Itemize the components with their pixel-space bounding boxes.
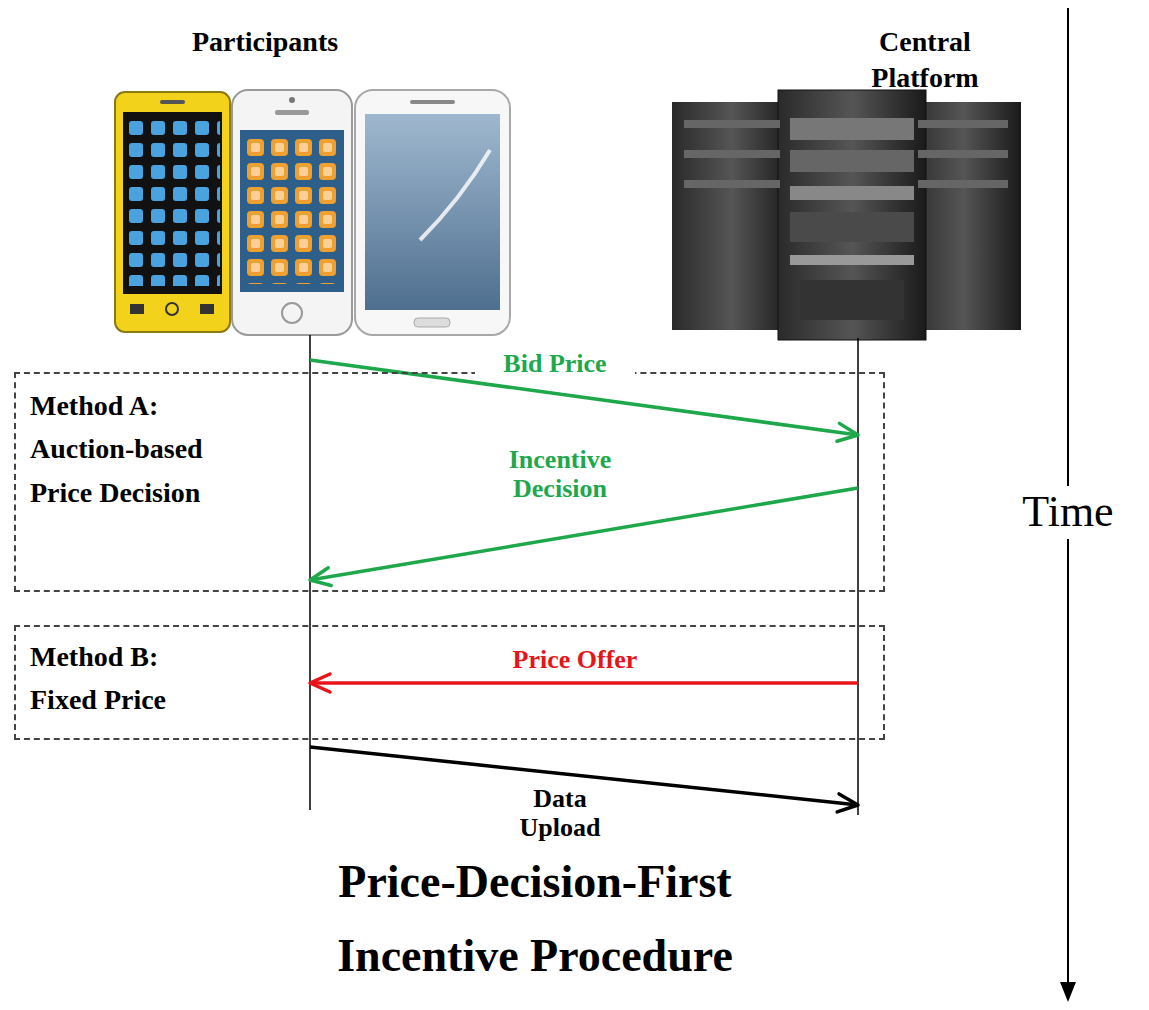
lane-heading: Participants bbox=[120, 24, 500, 60]
method-box: Method A: Auction-based Price Decision bbox=[14, 372, 885, 592]
lifeline bbox=[857, 338, 859, 815]
arrowhead bbox=[837, 794, 858, 812]
message-arrow bbox=[310, 674, 858, 692]
method-title: Method B: Fixed Price bbox=[30, 635, 212, 722]
method-box: Method B: Fixed Price bbox=[14, 625, 885, 740]
lane-heading: Central Platform bbox=[700, 24, 1016, 97]
arrowhead bbox=[310, 568, 331, 586]
message-label: Price Offer bbox=[475, 646, 675, 675]
message-label: Incentive Decision bbox=[475, 446, 645, 503]
method-title: Method A: Auction-based Price Decision bbox=[30, 384, 262, 514]
arrowhead bbox=[837, 423, 858, 441]
platform-lane: Central Platform bbox=[700, 20, 1016, 815]
arrow-line bbox=[310, 681, 858, 685]
phone-picture bbox=[232, 90, 352, 335]
time-axis-arrowhead bbox=[1060, 982, 1076, 1002]
phone-picture bbox=[355, 90, 510, 335]
message-label: Bid Price bbox=[475, 350, 635, 379]
figure-caption: Price-Decision-First Incentive Procedure bbox=[245, 845, 825, 992]
participant-lane: Participants bbox=[120, 20, 500, 815]
arrowhead bbox=[310, 674, 330, 692]
server-picture bbox=[672, 90, 1021, 340]
message-label: Data Upload bbox=[500, 785, 620, 842]
axis-label: Time bbox=[1018, 486, 1118, 539]
phone-picture bbox=[115, 92, 230, 332]
